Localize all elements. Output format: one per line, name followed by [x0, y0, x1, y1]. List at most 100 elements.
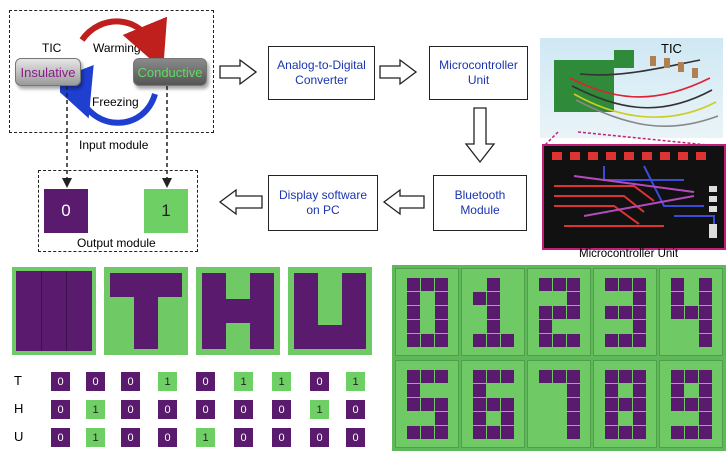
digit-pixel: [501, 334, 514, 347]
code-row-label: T: [14, 373, 22, 388]
digit-pixel: [421, 426, 434, 439]
digit-pixel: [619, 278, 632, 291]
output-zero-tile: 0: [44, 189, 88, 233]
input-module-caption: Input module: [79, 138, 149, 152]
digit-pixel: [671, 426, 684, 439]
digit-pixel: [605, 370, 618, 383]
digit-pixel: [421, 278, 434, 291]
digit-pixel: [699, 292, 712, 305]
digit-pixel: [567, 384, 580, 397]
digit-pixel: [407, 306, 420, 319]
code-cell: 0: [158, 400, 177, 419]
down-arrows: [62, 86, 172, 188]
output-module-box: [38, 170, 198, 252]
digit-pixel: [633, 370, 646, 383]
code-cell: 1: [346, 372, 365, 391]
digit-pixel: [435, 278, 448, 291]
digit-pixel: [633, 398, 646, 411]
arrow-to-display: [382, 188, 425, 216]
digit-pixel: [487, 278, 500, 291]
digit-pixel: [435, 292, 448, 305]
digit-tile-3: [593, 268, 657, 356]
photo-callout-lines: [543, 131, 719, 147]
code-row-label: U: [14, 429, 24, 444]
digit-pixel: [671, 278, 684, 291]
digit-pixel: [699, 370, 712, 383]
digit-pixel: [407, 426, 420, 439]
digit-pixel: [539, 320, 552, 333]
digit-pixel: [619, 370, 632, 383]
code-cell: 1: [310, 400, 329, 419]
digit-pixel: [685, 370, 698, 383]
digit-pixel: [605, 384, 618, 397]
pcb-layout-image: [542, 144, 726, 250]
digit-pixel: [699, 398, 712, 411]
output-module-caption: Output module: [77, 236, 156, 250]
digit-tile-8: [593, 360, 657, 448]
digit-pixel: [567, 278, 580, 291]
arrow-to-bluetooth: [464, 107, 496, 164]
digit-pixel: [633, 334, 646, 347]
digit-pixel: [407, 370, 420, 383]
digit-tile-7: [527, 360, 591, 448]
digit-pixel: [539, 306, 552, 319]
code-cell: 0: [51, 428, 70, 447]
cycle-arrows: [60, 16, 168, 126]
digit-pixel: [633, 426, 646, 439]
digit-pixel: [473, 426, 486, 439]
tic-device-photo: TIC: [540, 38, 723, 138]
digit-pixel: [501, 370, 514, 383]
pcb-caption: Microcontroller Unit: [579, 248, 679, 260]
tic-device-illustration: [554, 50, 719, 128]
warming-arrow: [79, 16, 168, 71]
digit-pixel: [407, 384, 420, 397]
code-cell: 1: [234, 372, 253, 391]
digit-pixel: [501, 426, 514, 439]
code-cell: 0: [51, 400, 70, 419]
digit-pixel: [553, 306, 566, 319]
digit-pixel: [553, 370, 566, 383]
digit-pixel: [685, 398, 698, 411]
digit-pixel: [487, 398, 500, 411]
code-cell: 0: [51, 372, 70, 391]
digit-tile-2: [527, 268, 591, 356]
digit-pixel: [487, 370, 500, 383]
code-cell: 1: [158, 372, 177, 391]
arrow-to-output: [218, 188, 263, 216]
digit-pixel: [567, 370, 580, 383]
code-cell: 1: [196, 428, 215, 447]
digit-tile-5: [395, 360, 459, 448]
code-cell: 0: [346, 428, 365, 447]
freezing-arrow: [60, 64, 158, 126]
digit-pixel: [487, 306, 500, 319]
letter-tile-u: [288, 267, 372, 355]
digit-pixel: [421, 398, 434, 411]
digit-pixel: [473, 334, 486, 347]
digit-pixel: [699, 412, 712, 425]
digit-pixel: [473, 398, 486, 411]
digit-pixel: [567, 398, 580, 411]
digit-pixel: [421, 370, 434, 383]
code-cell: 0: [310, 372, 329, 391]
digit-pixel: [501, 398, 514, 411]
digit-pixel: [487, 426, 500, 439]
digit-pixel: [501, 412, 514, 425]
digit-pixel: [685, 426, 698, 439]
digit-pixel: [567, 292, 580, 305]
code-cell: 0: [310, 428, 329, 447]
digit-pixel: [671, 398, 684, 411]
tic-label: TIC: [42, 41, 62, 55]
input-module-box: [9, 10, 214, 133]
digit-pixel: [421, 334, 434, 347]
letter-tile-t: [104, 267, 188, 355]
digit-pixel: [435, 306, 448, 319]
digit-pixel: [487, 334, 500, 347]
digit-pixel: [473, 292, 486, 305]
code-cell: 0: [272, 428, 291, 447]
code-cell: 0: [272, 400, 291, 419]
digit-pixel: [619, 334, 632, 347]
digit-pixel: [605, 334, 618, 347]
digit-pixel: [539, 334, 552, 347]
digit-pixel: [605, 412, 618, 425]
